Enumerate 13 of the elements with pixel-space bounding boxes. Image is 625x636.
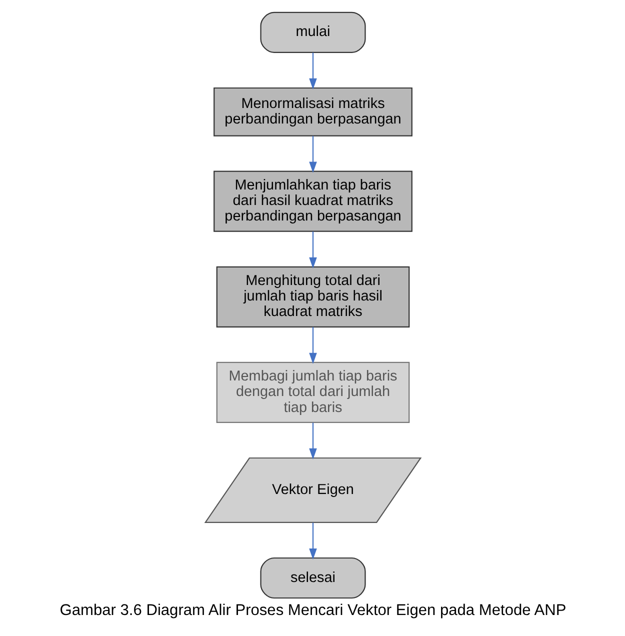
node-box: Menormalisasi matriks perbandingan berpasangan <box>213 87 412 136</box>
node-box: Membagi jumlah tiap baris dengan total dari jumlah tiap baris <box>216 362 410 423</box>
node-box: mulai <box>260 12 366 53</box>
node-box: Menjumlahkan tiap baris dari hasil kuadrat matriks perbandingan berpasangan <box>213 170 412 232</box>
node-box: Menghitung total dari jumlah tiap baris hasil kuadrat matriks <box>216 266 410 328</box>
arrow <box>308 522 316 560</box>
arrow <box>308 52 316 90</box>
arrow <box>308 231 316 268</box>
arrow <box>308 136 316 173</box>
arrow <box>308 327 316 364</box>
node-box: selesai <box>260 557 366 599</box>
caption: Gambar 3.6 Diagram Alir Proses Mencari Vektor Eigen pada Metode ANP <box>59 602 566 619</box>
arrow <box>308 422 316 460</box>
